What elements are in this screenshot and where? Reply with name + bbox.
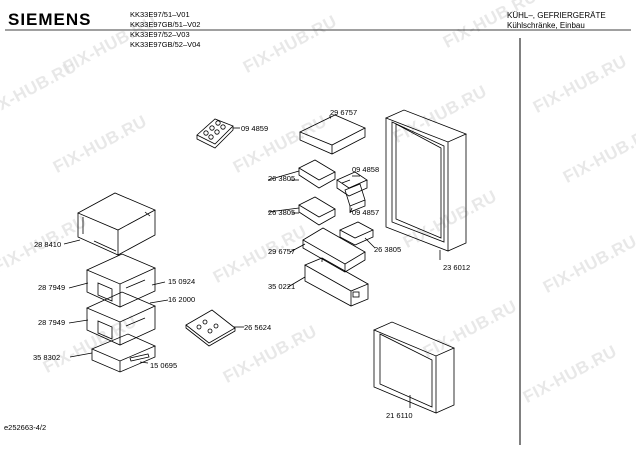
part-number-label: 15 0695 bbox=[150, 361, 178, 370]
bottle-clip-part bbox=[344, 183, 366, 213]
rod-part bbox=[129, 353, 150, 362]
part-number-label: 09 4857 bbox=[352, 208, 380, 217]
part-number-label: 09 4858 bbox=[352, 165, 380, 174]
part-number-label: 26 3805 bbox=[374, 245, 402, 254]
freezer-drawer-part bbox=[86, 291, 156, 346]
small-holder-part bbox=[339, 221, 374, 246]
part-number-label: 23 6012 bbox=[443, 263, 471, 272]
brand-logo: SIEMENS bbox=[8, 10, 92, 29]
model-number: KK33E97GB/51–V02 bbox=[130, 20, 201, 29]
model-list: KK33E97/51–V01 KK33E97GB/51–V02 KK33E97/… bbox=[130, 10, 200, 50]
part-number-label: 15 0924 bbox=[168, 277, 196, 286]
door-shelf-top-part bbox=[299, 114, 366, 155]
egg-tray-part bbox=[196, 118, 240, 149]
part-number-label: 28 7949 bbox=[38, 318, 66, 327]
category-title: KÜHL–, GEFRIERGERÄTE bbox=[507, 11, 606, 20]
model-number: KK33E97/51–V01 bbox=[130, 10, 190, 19]
small-holder-part bbox=[292, 196, 336, 226]
crisper-drawer-part bbox=[77, 192, 156, 256]
door-shelf-bottom-part bbox=[304, 257, 369, 307]
small-holder-part bbox=[290, 159, 336, 189]
part-number-label: 26 3805 bbox=[268, 208, 296, 217]
part-number-label: 35 0221 bbox=[268, 282, 296, 291]
freezer-drawer-part bbox=[86, 253, 156, 308]
mounting-plate-part bbox=[185, 309, 236, 347]
door-gasket-part bbox=[372, 321, 456, 414]
door-gasket-part bbox=[384, 109, 468, 252]
part-number-label: 26 3805 bbox=[268, 174, 296, 183]
part-number-label: 28 8410 bbox=[34, 240, 62, 249]
model-number: KK33E97GB/52–V04 bbox=[130, 40, 201, 49]
part-number-label: 29 6757 bbox=[268, 247, 296, 256]
leader-lines bbox=[63, 117, 441, 408]
part-number-label: 21 6110 bbox=[386, 411, 413, 420]
part-number-label: 09 4859 bbox=[241, 124, 269, 133]
part-number-label: 16 2000 bbox=[168, 295, 196, 304]
part-number-label: 26 5624 bbox=[244, 323, 272, 332]
document-id: e252663-4/2 bbox=[4, 423, 47, 432]
bottom-drawer-part bbox=[90, 333, 156, 373]
model-number: KK33E97/52–V03 bbox=[130, 30, 190, 39]
part-number-label: 29 6757 bbox=[330, 108, 358, 117]
part-number-label: 28 7949 bbox=[38, 283, 66, 292]
door-shelf-middle-part bbox=[302, 227, 366, 273]
small-shelf-part bbox=[336, 171, 368, 197]
category-subtitle: Kühlschränke, Einbau bbox=[507, 21, 585, 30]
part-number-label: 35 8302 bbox=[33, 353, 61, 362]
